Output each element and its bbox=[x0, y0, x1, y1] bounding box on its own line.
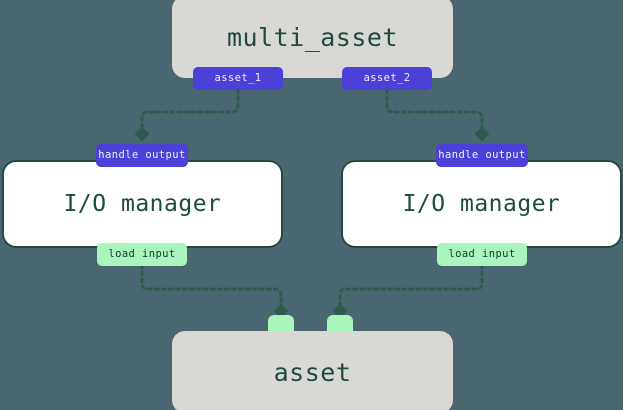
node-multi-asset[interactable]: multi_asset bbox=[172, 0, 453, 78]
badge-output-asset-1[interactable]: asset_1 bbox=[193, 67, 283, 90]
badge-load-input-left[interactable]: load input bbox=[97, 243, 187, 266]
node-multi-asset-label: multi_asset bbox=[226, 22, 399, 52]
node-asset[interactable]: asset bbox=[172, 331, 453, 410]
node-io-manager-right-label: I/O manager bbox=[402, 190, 561, 217]
badge-output-asset-2[interactable]: asset_2 bbox=[342, 67, 432, 90]
badge-handle-output-left[interactable]: handle output bbox=[96, 144, 188, 167]
edge-asset1-to-handle-output-left bbox=[134, 88, 240, 142]
badge-load-input-right[interactable]: load input bbox=[437, 243, 527, 266]
node-io-manager-left-label: I/O manager bbox=[63, 190, 222, 217]
node-io-manager-right[interactable]: I/O manager bbox=[341, 160, 622, 248]
node-io-manager-left[interactable]: I/O manager bbox=[2, 160, 283, 248]
edge-asset2-to-handle-output-right bbox=[385, 88, 490, 142]
badge-handle-output-right[interactable]: handle output bbox=[436, 144, 528, 167]
node-asset-label: asset bbox=[273, 357, 352, 387]
edge-load-input-left-to-asset bbox=[140, 263, 289, 319]
edge-load-input-right-to-asset bbox=[332, 263, 484, 319]
